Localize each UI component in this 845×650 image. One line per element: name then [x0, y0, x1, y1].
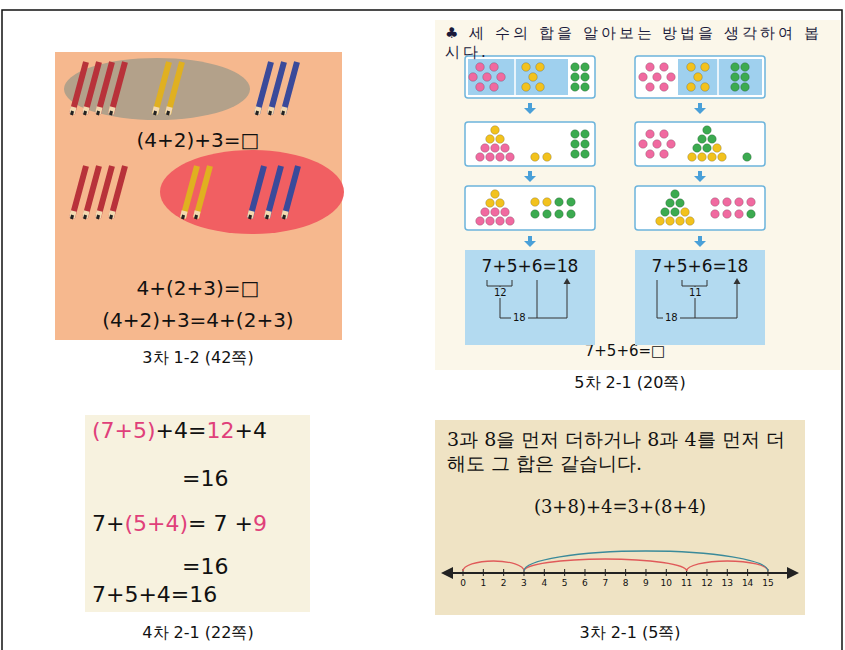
caption: 5차 2-1 (20쪽): [574, 373, 685, 392]
tick-number: 1: [480, 578, 486, 588]
tick-number-line: 13: [722, 578, 733, 589]
tick-number-line: 0: [460, 578, 466, 589]
equation: (7+5): [92, 418, 156, 443]
tick-number-line: 1: [480, 578, 486, 589]
tick-number-line: 12: [701, 578, 712, 589]
picture-panel: ♣ 세 수의 합을 알아보는 방법을 생각하여 봅시다.7+5+6=□5차 2-…: [435, 20, 840, 370]
tick-number-line: 7: [602, 578, 608, 589]
tick-number: 15: [762, 578, 773, 588]
equation: (5+4): [124, 511, 188, 536]
tick-number-line: 10: [661, 578, 672, 589]
statement-line: 3과 8을 먼저 더하거나 8과 4를 먼저 더해도 그 합은 같습니다.: [447, 428, 795, 476]
equation-line: 7+5+4=16: [92, 581, 217, 609]
tick-number: 10: [661, 578, 672, 588]
caption-line: 5차 2-1 (20쪽): [574, 373, 685, 393]
equation-line: =16: [182, 465, 228, 493]
instruction-line: ♣ 세 수의 합을 알아보는 방법을 생각하여 봅시다.: [445, 24, 825, 62]
tick-number: 13: [722, 578, 733, 588]
equation-line: 7+5+6=18: [482, 256, 579, 277]
equation-line: 7+(5+4)= 7 +9: [92, 510, 267, 538]
equation-line: (7+5)+4=12+4: [92, 417, 267, 445]
equation-line: (4+2)+3=□: [137, 128, 260, 153]
caption-line: 4차 2-1 (22쪽): [142, 623, 253, 643]
total-sum: 18: [663, 312, 680, 323]
caption: 4차 2-1 (22쪽): [142, 623, 253, 642]
equation-line: 4+(2+3)=□: [137, 276, 260, 301]
tick-number-line: 11: [681, 578, 692, 589]
tick-number-line: 2: [501, 578, 507, 589]
picture-panel: 3과 8을 먼저 더하거나 8과 4를 먼저 더해도 그 합은 같습니다. (3+…: [435, 420, 805, 615]
equation: = 7 +: [188, 511, 253, 536]
tick-number: 12: [701, 578, 712, 588]
tick-number-line: 9: [643, 578, 649, 589]
total-sum-line: 18: [511, 312, 528, 325]
instruction: ♣ 세 수의 합을 알아보는 방법을 생각하여 봅시다.: [445, 24, 822, 61]
statement: 3과 8을 먼저 더하거나 8과 4를 먼저 더해도 그 합은 같습니다.: [447, 428, 785, 474]
tick-number-line: 8: [623, 578, 629, 589]
equation: =16: [182, 554, 228, 579]
equation: (4+2)+3=□: [137, 128, 260, 152]
equation-box: 7+5+6=18 11 18: [635, 250, 765, 345]
tick-number: 8: [623, 578, 629, 588]
caption: 3차 2-1 (5쪽): [579, 623, 680, 642]
equation: (4+2)+3=4+(2+3): [102, 308, 293, 332]
caption-line: 3차 2-1 (5쪽): [579, 623, 680, 643]
equation: +4=: [156, 418, 207, 443]
equation: 7+5+6=18: [652, 256, 749, 276]
caption-line: 3차 1-2 (42쪽): [142, 348, 253, 368]
equation: 7+: [92, 511, 124, 536]
total-sum-line: 18: [663, 312, 680, 325]
equation: 9: [253, 511, 267, 536]
caption: 3차 1-2 (42쪽): [142, 348, 253, 367]
partial-sum-line: 12: [492, 287, 509, 300]
tick-number: 6: [582, 578, 588, 588]
partial-sum-line: 11: [687, 287, 704, 300]
equation-line: (4+2)+3=4+(2+3): [102, 308, 293, 333]
tick-number-line: 5: [562, 578, 568, 589]
tick-number: 2: [501, 578, 507, 588]
equation-line: (3+8)+4=3+(8+4): [534, 496, 706, 519]
picture-panel: (4+2)+3=□4+(2+3)=□(4+2)+3=4+(2+3)3차 1-2 …: [55, 52, 342, 340]
tick-number: 0: [460, 578, 466, 588]
equation: 4+(2+3)=□: [137, 276, 260, 300]
tick-number: 5: [562, 578, 568, 588]
tick-number: 9: [643, 578, 649, 588]
tick-number: 11: [681, 578, 692, 588]
partial-sum: 11: [687, 287, 704, 298]
tick-number: 7: [602, 578, 608, 588]
equation: (3+8)+4=3+(8+4): [534, 496, 706, 517]
equation: +4: [234, 418, 266, 443]
equation: 7+5+6=18: [482, 256, 579, 276]
tick-number-line: 3: [521, 578, 527, 589]
tick-number: 4: [541, 578, 547, 588]
tick-number-line: 15: [762, 578, 773, 589]
picture-panel: (7+5)+4=12+4=167+(5+4)= 7 +9=167+5+4=164…: [85, 415, 310, 612]
equation: =16: [182, 466, 228, 491]
equation-line: =16: [182, 553, 228, 581]
tick-number: 14: [742, 578, 753, 588]
tick-number-line: 6: [582, 578, 588, 589]
equation-box: 7+5+6=18 12 18: [465, 250, 595, 345]
total-sum: 18: [511, 312, 528, 323]
tick-number-line: 4: [541, 578, 547, 589]
equation: 12: [206, 418, 234, 443]
partial-sum: 12: [492, 287, 509, 298]
tick-number-line: 14: [742, 578, 753, 589]
equation-line: 7+5+6=18: [652, 256, 749, 277]
tick-number: 3: [521, 578, 527, 588]
equation: 7+5+4=16: [92, 582, 217, 607]
